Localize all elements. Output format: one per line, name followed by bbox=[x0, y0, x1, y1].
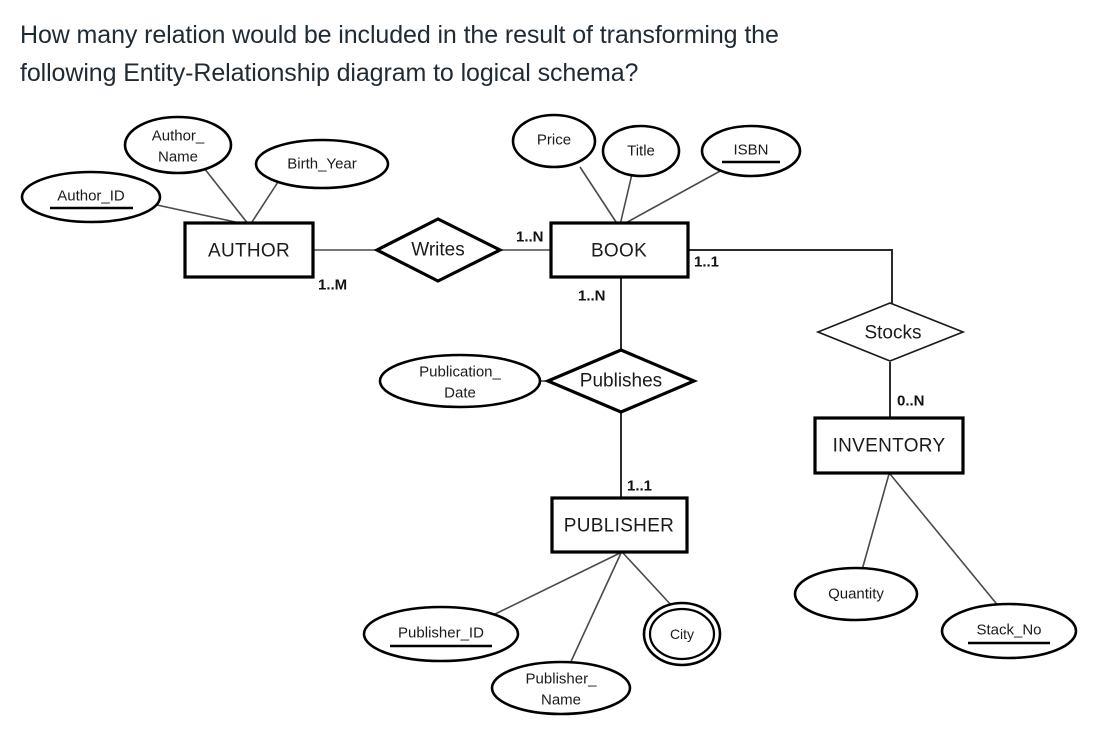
relationship-label: Publishes bbox=[580, 371, 662, 392]
attribute-ellipse bbox=[601, 124, 681, 178]
relationship-diamond bbox=[373, 217, 504, 283]
cardinality-stocks-inventory: 0..N bbox=[897, 393, 925, 410]
attribute-price[interactable]: Price bbox=[511, 113, 597, 169]
entity-rect bbox=[549, 221, 690, 279]
attribute-label: Stack_No bbox=[976, 622, 1041, 639]
relationship-writes[interactable]: Writes bbox=[373, 217, 504, 283]
attribute-birth-year[interactable]: Birth_Year bbox=[254, 138, 390, 190]
attribute-title[interactable]: Title bbox=[601, 124, 681, 178]
cardinality-author-writes: 1..M bbox=[318, 277, 347, 294]
cardinality-publishes-publisher: 1..1 bbox=[627, 478, 652, 495]
attribute-label: Birth_Year bbox=[287, 156, 357, 173]
connector-title bbox=[619, 173, 633, 226]
relationship-label: Stocks bbox=[864, 323, 921, 344]
attribute-ellipse bbox=[20, 170, 162, 224]
attribute-ellipse bbox=[511, 113, 597, 169]
attribute-label-line-1: Publisher_ bbox=[526, 671, 598, 688]
entity-author[interactable]: AUTHOR bbox=[183, 221, 315, 279]
connector-author-name bbox=[203, 167, 250, 226]
attribute-ellipse bbox=[123, 115, 233, 175]
question-text: How many relation would be included in t… bbox=[20, 16, 1060, 92]
cardinality-group: 1..M 1..N 1..1 1..N 1..1 0..N bbox=[318, 229, 925, 495]
attribute-publisher-id[interactable]: Publisher_ID bbox=[362, 605, 520, 663]
entity-inventory[interactable]: INVENTORY bbox=[813, 416, 965, 475]
connector-city bbox=[622, 552, 673, 607]
attribute-ellipse bbox=[700, 124, 802, 178]
relationship-diamond bbox=[815, 302, 966, 362]
attribute-label-line-2: Date bbox=[444, 385, 476, 402]
attribute-ellipse bbox=[490, 660, 632, 716]
attribute-ellipse-inner bbox=[648, 607, 716, 661]
entity-rect bbox=[550, 496, 689, 554]
entity-label: PUBLISHER bbox=[564, 516, 674, 537]
attribute-label-line-2: Name bbox=[158, 149, 198, 166]
attribute-city[interactable]: City bbox=[642, 601, 722, 667]
attribute-label: Title bbox=[627, 143, 655, 160]
attribute-ellipse bbox=[793, 566, 919, 622]
relationship-label: Writes bbox=[411, 240, 464, 261]
question-line-1: How many relation would be included in t… bbox=[20, 21, 779, 49]
entity-rect bbox=[813, 416, 965, 475]
cardinality-book-stocks: 1..1 bbox=[694, 254, 719, 271]
attribute-author-id[interactable]: Author_ID bbox=[20, 170, 162, 224]
connector-price bbox=[579, 166, 619, 226]
connector-stack-no bbox=[889, 473, 1001, 609]
attribute-label-line-1: Publication_ bbox=[419, 364, 501, 381]
attribute-label: City bbox=[670, 626, 694, 642]
connector-publisher-id bbox=[486, 552, 621, 619]
attribute-label: Author_ID bbox=[57, 188, 125, 205]
attribute-quantity[interactable]: Quantity bbox=[793, 566, 919, 622]
connector-publisher-name bbox=[567, 552, 622, 669]
relationship-diamond bbox=[543, 348, 699, 414]
attribute-publisher-name[interactable]: Publisher_ Name bbox=[490, 660, 632, 716]
entity-label: INVENTORY bbox=[833, 436, 946, 457]
attribute-label-line-2: Name bbox=[541, 692, 581, 709]
relationship-publishes[interactable]: Publishes bbox=[543, 348, 699, 414]
attribute-stack-no[interactable]: Stack_No bbox=[940, 602, 1078, 660]
cardinality-writes-book: 1..N bbox=[516, 229, 544, 246]
question-line-2: following Entity-Relationship diagram to… bbox=[20, 59, 639, 87]
entity-publisher[interactable]: PUBLISHER bbox=[550, 496, 689, 554]
entity-book[interactable]: BOOK bbox=[549, 221, 690, 279]
relationship-stocks[interactable]: Stocks bbox=[815, 302, 966, 362]
attribute-ellipse bbox=[378, 353, 542, 409]
attribute-isbn[interactable]: ISBN bbox=[700, 124, 802, 178]
entity-label: AUTHOR bbox=[208, 241, 290, 262]
attribute-author-name[interactable]: Author_ Name bbox=[123, 115, 233, 175]
attribute-publication-date[interactable]: Publication_ Date bbox=[378, 353, 542, 409]
attribute-label: Quantity bbox=[828, 586, 884, 603]
connector-isbn bbox=[621, 169, 723, 226]
attribute-ellipse bbox=[362, 605, 520, 663]
attribute-ellipse bbox=[940, 602, 1078, 660]
entity-rect bbox=[183, 221, 315, 279]
cardinality-book-publishes: 1..N bbox=[578, 288, 606, 305]
connector-birth-year bbox=[249, 181, 279, 226]
attribute-ellipse bbox=[254, 138, 390, 190]
attribute-label: ISBN bbox=[733, 142, 768, 159]
connector-group bbox=[156, 166, 1001, 669]
connector-quantity bbox=[861, 473, 890, 571]
attribute-label: Publisher_ID bbox=[398, 625, 484, 642]
connector-book-stocks bbox=[688, 249, 893, 306]
attribute-label: Price bbox=[537, 132, 571, 149]
attribute-label-line-1: Author_ bbox=[152, 128, 205, 145]
entity-label: BOOK bbox=[591, 241, 647, 262]
